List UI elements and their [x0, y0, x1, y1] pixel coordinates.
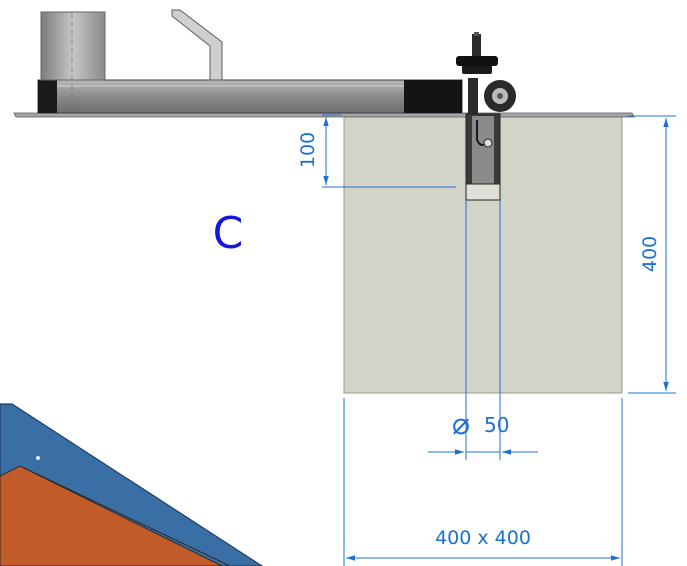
dimension-100-label: 100 — [297, 132, 319, 168]
bar-right-cap — [404, 80, 462, 113]
dimension-400x400-label: 400 x 400 — [435, 527, 531, 549]
main-bar — [37, 79, 463, 114]
clamp-assembly — [456, 32, 516, 201]
view-label: C — [213, 208, 244, 259]
angled-handle — [171, 9, 223, 81]
vertical-post — [40, 11, 106, 81]
diameter-symbol: ⌀ — [452, 407, 470, 442]
dimension-400-label: 400 — [639, 236, 661, 272]
bar-left-cap — [38, 80, 57, 113]
dimension-diameter-label: 50 — [484, 413, 509, 437]
detail-fragment — [0, 403, 264, 566]
